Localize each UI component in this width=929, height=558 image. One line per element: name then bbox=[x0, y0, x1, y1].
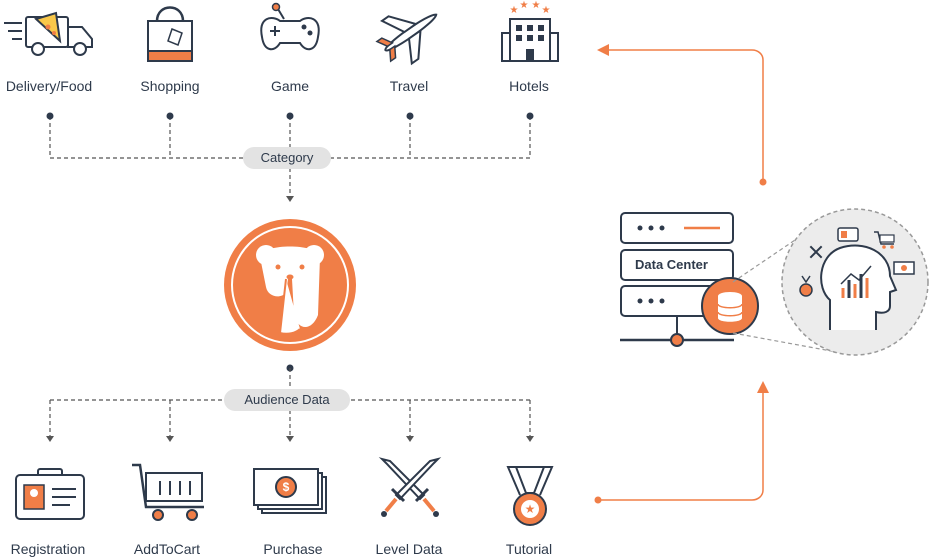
shopping-cart-icon bbox=[132, 463, 204, 521]
delivery-truck-icon bbox=[4, 11, 93, 56]
audience-arrow-to-data-center bbox=[598, 381, 769, 501]
category-label-hotels: Hotels bbox=[509, 78, 549, 94]
head-analytics-icon bbox=[781, 208, 929, 356]
svg-text:★: ★ bbox=[520, 0, 529, 11]
category-connector-dots bbox=[46, 112, 534, 120]
gamepad-icon bbox=[260, 2, 320, 51]
category-label-delivery-food: Delivery/Food bbox=[5, 78, 93, 94]
category-arrowhead bbox=[286, 196, 294, 202]
database-icon bbox=[701, 277, 759, 335]
category-label-shopping: Shopping bbox=[140, 78, 200, 94]
zoom-lines bbox=[732, 237, 843, 354]
category-pill: Category bbox=[243, 147, 331, 169]
bear-logo-icon bbox=[224, 219, 356, 351]
airplane-icon bbox=[375, 13, 438, 66]
audience-label-level-data: Level Data bbox=[375, 541, 443, 557]
svg-text:★: ★ bbox=[532, 0, 541, 11]
audience-arrow-start-dot bbox=[594, 496, 602, 504]
medal-icon: ★ bbox=[506, 466, 554, 526]
svg-text:★: ★ bbox=[510, 5, 519, 16]
feedback-arrow-start-dot bbox=[759, 178, 767, 186]
svg-text:★: ★ bbox=[525, 502, 536, 516]
data-center-label: Data Center bbox=[635, 257, 708, 272]
money-icon: $ bbox=[253, 468, 327, 514]
feedback-arrow-to-hotels bbox=[597, 44, 764, 182]
audience-label-addtocart: AddToCart bbox=[133, 541, 201, 557]
svg-text:★: ★ bbox=[542, 5, 551, 16]
category-label-game: Game bbox=[270, 78, 310, 94]
shopping-bag-icon bbox=[147, 6, 193, 62]
audience-arrowheads bbox=[46, 436, 534, 442]
svg-text:$: $ bbox=[283, 480, 290, 494]
category-label-travel: Travel bbox=[389, 78, 429, 94]
audience-data-pill: Audience Data bbox=[224, 389, 350, 411]
id-card-icon bbox=[15, 468, 85, 520]
audience-label-tutorial: Tutorial bbox=[505, 541, 553, 557]
audience-label-purchase: Purchase bbox=[263, 541, 323, 557]
hotel-building-icon: ★ ★ ★ ★ bbox=[501, 0, 559, 62]
crossed-swords-icon bbox=[378, 457, 442, 517]
audience-label-registration: Registration bbox=[10, 541, 86, 557]
